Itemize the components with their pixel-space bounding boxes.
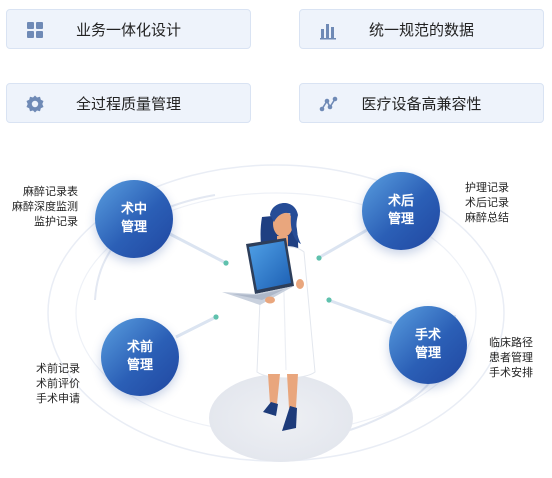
- module-postop: 术后 管理: [362, 172, 440, 250]
- module-title-line1: 手术: [414, 328, 441, 343]
- list-item: 患者管理: [489, 351, 533, 364]
- connector-dot: [326, 297, 332, 303]
- list-item: 麻醉总结: [465, 211, 509, 224]
- node-link-icon: [319, 96, 338, 112]
- connector-dot: [316, 255, 322, 261]
- feature-integrated-design: 业务一体化设计: [6, 9, 251, 49]
- connector-postop: [319, 228, 368, 259]
- bar-chart-icon: [320, 24, 336, 40]
- list-item: 护理记录: [465, 181, 509, 194]
- list-item: 手术安排: [489, 366, 533, 379]
- module-title-line2: 管理: [387, 212, 414, 227]
- module-intraop: 术中 管理: [95, 180, 173, 258]
- feature-device-compatibility: 医疗设备高兼容性: [299, 83, 544, 123]
- intraop-item-list: 麻醉记录表 麻醉深度监测 监护记录: [7, 184, 78, 229]
- list-item: 术后记录: [465, 196, 509, 209]
- surgery-item-list: 临床路径 患者管理 手术安排: [489, 335, 533, 380]
- module-title-line2: 管理: [120, 220, 147, 235]
- list-item: 术前评价: [36, 377, 80, 390]
- list-item: 术前记录: [36, 362, 80, 375]
- gear-icon: [26, 95, 44, 113]
- module-title-line1: 术中: [120, 202, 147, 217]
- feature-label: 全过程质量管理: [75, 94, 181, 113]
- list-item: 监护记录: [34, 215, 78, 228]
- module-title-line2: 管理: [126, 358, 153, 373]
- module-surgery: 手术 管理: [389, 306, 467, 384]
- connector-dot: [213, 314, 219, 320]
- module-preop: 术前 管理: [101, 318, 179, 396]
- list-item: 临床路径: [489, 336, 533, 349]
- feature-quality-management: 全过程质量管理: [6, 83, 251, 123]
- feature-label: 统一规范的数据: [368, 20, 474, 39]
- connector-preop: [175, 316, 215, 339]
- list-item: 手术申请: [36, 392, 80, 405]
- grid-icon: [27, 22, 43, 38]
- module-title-line2: 管理: [414, 346, 441, 361]
- preop-item-list: 术前记录 术前评价 手术申请: [36, 361, 80, 406]
- list-item: 麻醉深度监测: [12, 200, 78, 213]
- connector-dot: [223, 260, 229, 266]
- list-item: 麻醉记录表: [23, 185, 78, 198]
- connector-surgery: [330, 299, 393, 325]
- feature-label: 业务一体化设计: [75, 20, 181, 39]
- module-title-line1: 术前: [126, 340, 153, 355]
- feature-label: 医疗设备高兼容性: [361, 94, 482, 113]
- module-title-line1: 术后: [387, 194, 414, 209]
- connector-intraop: [167, 231, 225, 264]
- doctor-figure: [222, 202, 316, 431]
- postop-item-list: 护理记录 术后记录 麻醉总结: [465, 180, 509, 225]
- floor-shadow: [209, 374, 353, 462]
- feature-unified-data: 统一规范的数据: [299, 9, 544, 49]
